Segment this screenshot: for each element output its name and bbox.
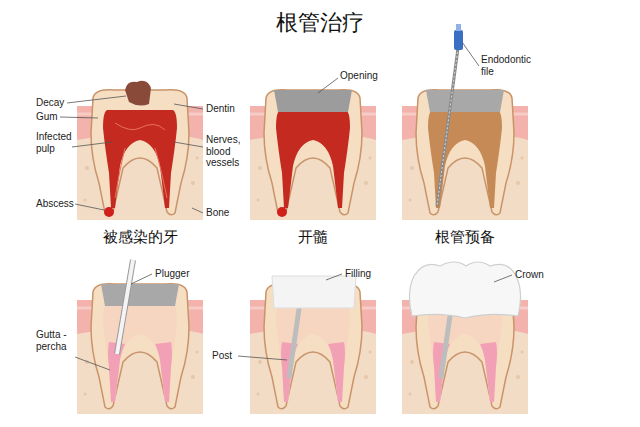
part-label: Plugger (155, 268, 189, 280)
part-label: Infected pulp (36, 131, 76, 154)
step-caption: 根管预备 (435, 228, 495, 247)
part-label: Abscess (36, 198, 74, 210)
part-label: Bone (206, 207, 229, 219)
crowned-tooth (402, 262, 528, 414)
opened-tooth (250, 90, 376, 220)
step-caption: 被感染的牙 (103, 228, 178, 247)
part-label: Endodontic file (481, 54, 541, 77)
part-label: Filling (345, 268, 371, 280)
part-label: Post (212, 350, 232, 362)
post-filling-tooth (250, 276, 376, 414)
infected-tooth (77, 81, 203, 220)
prepared-tooth (402, 24, 528, 220)
filling-canal-tooth (77, 260, 203, 414)
part-label: Opening (340, 70, 378, 82)
diagram-title: 根管治疗 (276, 8, 364, 38)
part-label: Nerves, blood vessels (206, 134, 248, 169)
step-caption: 开髓 (298, 228, 328, 247)
part-label: Crown (515, 269, 544, 281)
part-label: Dentin (206, 103, 235, 115)
part-label: Decay (36, 97, 64, 109)
part-label: Gutta - percha (36, 329, 74, 352)
leader-lines (60, 42, 512, 370)
part-label: Gum (36, 111, 58, 123)
